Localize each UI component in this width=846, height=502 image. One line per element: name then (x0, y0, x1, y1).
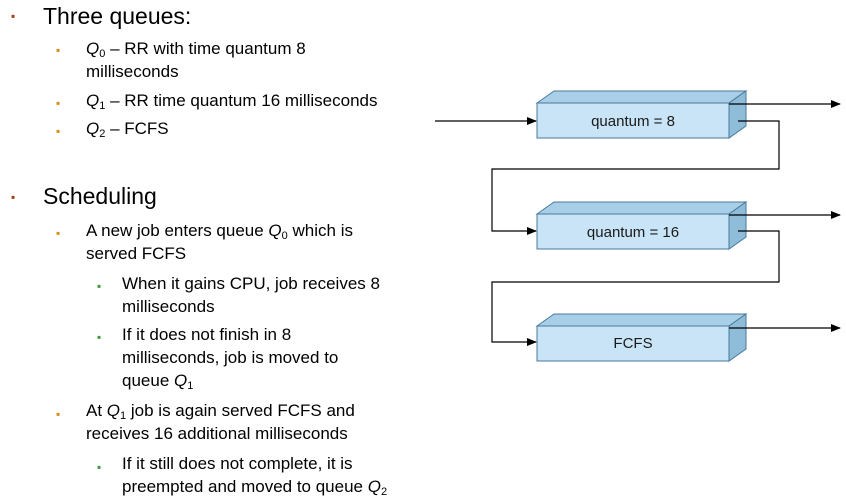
q-subscript: 1 (99, 100, 106, 112)
q-symbol: Q (106, 401, 121, 420)
queue-box-0: quantum = 8 (535, 90, 748, 139)
bullet-marker: ▪ (11, 9, 16, 23)
q-subscript: 0 (281, 230, 288, 242)
item-text: – RR time quantum 16 milliseconds (105, 91, 378, 110)
item-text: – RR with time quantum 8 milliseconds (86, 39, 306, 81)
bullet-marker: ▪ (97, 330, 102, 344)
q-symbol: Q (86, 119, 100, 138)
queue-label-2: FCFS (613, 335, 652, 352)
item-q1: Q1 – RR time quantum 16 milliseconds (86, 89, 426, 112)
queue-label-1: quantum = 16 (587, 224, 679, 241)
heading-three-queues: Three queues: (43, 3, 192, 29)
bullet-marker: ▪ (56, 407, 61, 421)
item-text: job is again served FCFS and receives 16… (86, 401, 355, 443)
q-symbol: Q (367, 477, 381, 496)
q-symbol: Q (268, 221, 282, 240)
item-text: A new job enters queue (86, 221, 269, 240)
bullet-marker: ▪ (56, 43, 61, 57)
q-subscript: 2 (380, 486, 388, 498)
q-subscript: 0 (99, 48, 106, 60)
q-symbol: Q (86, 39, 100, 58)
demote-arrow-0-1 (491, 120, 780, 235)
item-q0: Q0 – RR with time quantum 8 milliseconds (86, 37, 366, 83)
item-not-finish: If it does not finish in 8 milliseconds,… (122, 323, 372, 392)
bullet-marker: ▪ (56, 96, 61, 110)
q-symbol: Q (86, 91, 100, 110)
bullet-marker: ▪ (56, 226, 61, 240)
item-still-not-complete: If it still does not complete, it is pre… (122, 452, 422, 498)
item-q2: Q2 – FCFS (86, 117, 426, 140)
bullet-marker: ▪ (11, 190, 16, 204)
bullet-marker: ▪ (56, 124, 61, 138)
demote-arrow-1-2 (491, 230, 780, 346)
q-subscript: 1 (187, 380, 194, 392)
q-subscript: 2 (99, 128, 106, 140)
q-symbol: Q (174, 371, 188, 390)
heading-scheduling: Scheduling (43, 183, 157, 209)
item-new-job: A new job enters queue Q0 which is serve… (86, 219, 396, 265)
bullet-marker: ▪ (97, 279, 102, 293)
queue-box-1: quantum = 16 (535, 201, 748, 250)
item-gains-cpu: When it gains CPU, job receives 8 millis… (122, 274, 380, 316)
item-text: If it does not finish in 8 milliseconds,… (122, 325, 339, 390)
bullet-marker: ▪ (97, 460, 102, 474)
item-text: At (86, 401, 107, 420)
item-text: – FCFS (105, 119, 169, 138)
queue-label-0: quantum = 8 (591, 113, 675, 130)
queue-box-2: FCFS (535, 313, 748, 362)
item-text: which is served FCFS (86, 221, 353, 263)
item-at-q1: At Q1 job is again served FCFS and recei… (86, 399, 396, 445)
item-text: If it still does not complete, it is pre… (122, 454, 368, 496)
q-subscript: 1 (120, 410, 127, 422)
